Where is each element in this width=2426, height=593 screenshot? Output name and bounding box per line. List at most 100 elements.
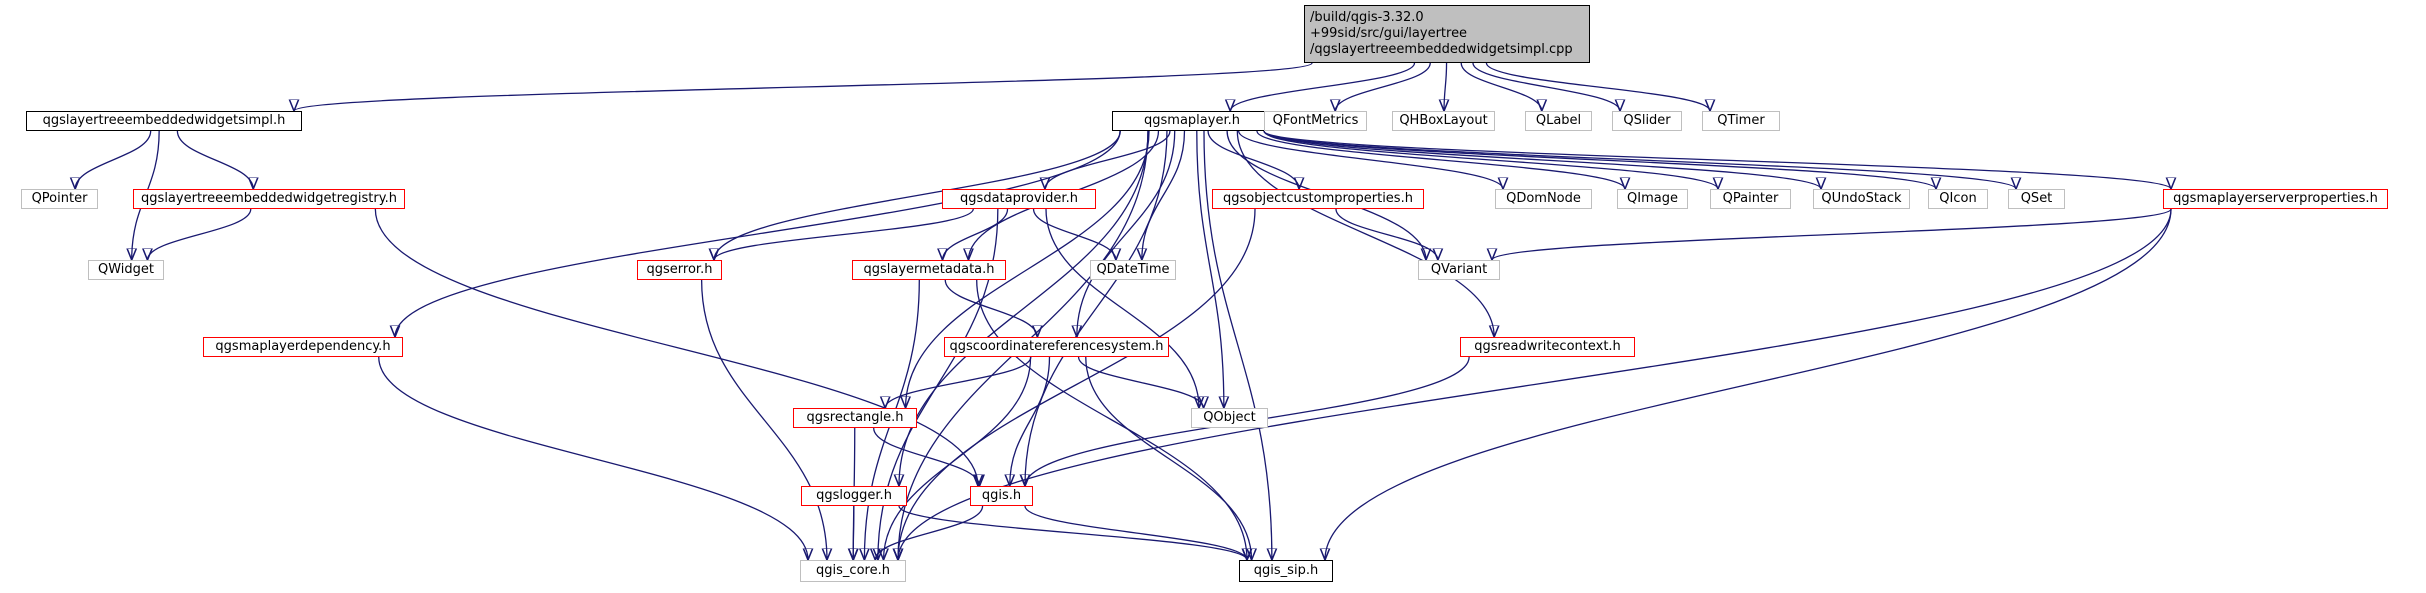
edge-qgsmaplayer-to-qimage: [1256, 130, 1625, 190]
node-label: qgsrectangle.h: [806, 410, 904, 425]
edge-dataprovider-to-layermetadata: [943, 208, 1009, 261]
node-impl[interactable]: qgslayertreeembeddedwidgetsimpl.h: [26, 111, 302, 131]
edge-rectangle-to-qgis: [873, 427, 980, 487]
node-qicon[interactable]: QIcon: [1928, 189, 1988, 209]
node-label: +99sid/src/gui/layertree: [1310, 26, 1468, 41]
edge-qgslogger-to-qgis_sip: [898, 505, 1247, 561]
node-serverprops[interactable]: qgsmaplayerserverproperties.h: [2163, 189, 2388, 209]
node-dependency[interactable]: qgsmaplayerdependency.h: [203, 337, 403, 357]
edge-qgsmaplayer-to-crs: [1077, 130, 1176, 337]
edge-crs-to-qgis_core: [884, 356, 1032, 560]
node-label: qgslayertreeembeddedwidgetregistry.h: [141, 191, 397, 206]
node-label: QHBoxLayout: [1399, 113, 1488, 128]
node-qfontmetrics[interactable]: QFontMetrics: [1264, 111, 1367, 131]
node-label: qgslayermetadata.h: [863, 262, 995, 277]
edge-objectcustom-to-qvariant: [1335, 208, 1438, 261]
node-qgsmaplayer[interactable]: qgsmaplayer.h: [1112, 111, 1272, 131]
node-qhboxlayout[interactable]: QHBoxLayout: [1392, 111, 1495, 131]
edge-qgsmaplayer-to-qgis_sip: [1203, 130, 1272, 560]
node-rectangle[interactable]: qgsrectangle.h: [793, 408, 917, 428]
node-qimage[interactable]: QImage: [1617, 189, 1688, 209]
edge-qgsmaplayer-to-qset: [1263, 130, 2016, 190]
edge-qgsmaplayer-to-qundostack: [1263, 130, 1821, 190]
node-label: qgslogger.h: [816, 488, 892, 503]
edge-qgsmaplayer-to-qicon: [1263, 130, 1936, 190]
edge-objectcustom-to-qgis_core: [898, 208, 1256, 560]
edge-impl-to-registry: [176, 130, 253, 190]
edge-qgsmaplayer-to-qdomnode: [1238, 130, 1503, 190]
edge-qgsmaplayer-to-qdatetime: [1142, 130, 1186, 260]
node-label: qgserror.h: [646, 262, 713, 277]
node-qvariant[interactable]: QVariant: [1418, 260, 1500, 280]
node-qslider[interactable]: QSlider: [1612, 111, 1682, 131]
node-qtimer[interactable]: QTimer: [1702, 111, 1780, 131]
node-label: qgis_core.h: [816, 563, 890, 578]
node-dataprovider[interactable]: qgsdataprovider.h: [942, 189, 1096, 209]
node-objectcustom[interactable]: qgsobjectcustomproperties.h: [1212, 189, 1424, 209]
node-label: QVariant: [1430, 262, 1488, 277]
node-label: QDomNode: [1506, 191, 1581, 206]
node-label: QUndoStack: [1821, 191, 1902, 206]
node-label: QPainter: [1722, 191, 1779, 206]
node-label: QObject: [1203, 410, 1256, 425]
node-crs[interactable]: qgscoordinatereferencesystem.h: [944, 337, 1169, 357]
node-registry[interactable]: qgslayertreeembeddedwidgetregistry.h: [133, 189, 405, 209]
node-label: qgsmaplayerdependency.h: [215, 339, 391, 354]
edge-root-to-qtimer: [1485, 62, 1710, 112]
edge-dataprovider-to-qobject: [1045, 208, 1199, 408]
node-layermetadata[interactable]: qgslayermetadata.h: [852, 260, 1006, 280]
edge-qgslogger-to-qgis_core: [853, 505, 854, 560]
edge-qgsmaplayer-to-rectangle: [906, 130, 1150, 408]
node-qgis-core[interactable]: qgis_core.h: [800, 560, 906, 582]
edge-layermetadata-to-crs: [944, 279, 1037, 338]
edge-crs-to-qgis: [1010, 356, 1051, 486]
edge-root-to-qlabel: [1460, 62, 1542, 112]
node-label: qgsmaplayerserverproperties.h: [2173, 191, 2378, 206]
edge-crs-to-qobject: [1077, 356, 1204, 409]
edge-dependency-to-qgis_core: [378, 356, 808, 560]
node-root[interactable]: /build/qgis-3.32.0+99sid/src/gui/layertr…: [1304, 5, 1590, 63]
node-qwidget[interactable]: QWidget: [88, 260, 164, 280]
node-label: QPointer: [31, 191, 88, 206]
edge-dataprovider-to-qdatetime: [1032, 208, 1116, 261]
node-qlabel[interactable]: QLabel: [1525, 111, 1592, 131]
node-qgslogger[interactable]: qgslogger.h: [801, 486, 907, 506]
node-label: QTimer: [1717, 113, 1765, 128]
node-label: qgsreadwritecontext.h: [1474, 339, 1621, 354]
edge-qgis-to-qgis_core: [875, 505, 984, 561]
edge-qgsmaplayer-to-qobject: [1196, 130, 1224, 408]
edge-root-to-impl: [294, 62, 1313, 112]
edge-root-to-qhboxlayout: [1444, 62, 1447, 111]
edge-serverprops-to-qgis_core: [898, 208, 2172, 560]
node-qgserror[interactable]: qgserror.h: [637, 260, 722, 280]
node-qgis-sip[interactable]: qgis_sip.h: [1239, 560, 1333, 582]
edge-serverprops-to-qgis_sip: [1325, 208, 2172, 560]
node-label: QImage: [1627, 191, 1678, 206]
node-label: QSet: [2020, 191, 2053, 206]
edge-impl-to-qpointer: [75, 130, 152, 190]
node-label: qgis_sip.h: [1253, 563, 1319, 578]
node-label: qgscoordinatereferencesystem.h: [949, 339, 1164, 354]
node-qgis[interactable]: qgis.h: [970, 486, 1033, 506]
edge-qgsmaplayer-to-objectcustom: [1207, 130, 1299, 190]
node-qpainter[interactable]: QPainter: [1710, 189, 1791, 209]
node-qobject[interactable]: QObject: [1191, 408, 1268, 428]
node-qset[interactable]: QSet: [2008, 189, 2065, 209]
node-qpointer[interactable]: QPointer: [21, 189, 98, 209]
node-readwrite[interactable]: qgsreadwritecontext.h: [1460, 337, 1635, 357]
node-qdomnode[interactable]: QDomNode: [1495, 189, 1592, 209]
node-qundostack[interactable]: QUndoStack: [1813, 189, 1910, 209]
edge-crs-to-qgis_sip: [1085, 356, 1252, 560]
node-label: QWidget: [97, 262, 154, 277]
node-qdatetime[interactable]: QDateTime: [1090, 260, 1176, 280]
node-label: QFontMetrics: [1272, 113, 1359, 128]
edge-root-to-qslider: [1472, 62, 1620, 112]
node-label: /build/qgis-3.32.0: [1310, 10, 1424, 25]
edge-registry-to-qgis: [374, 208, 978, 486]
edge-qgsmaplayer-to-qgis: [1025, 130, 1168, 486]
node-label: /qgslayertreeembeddedwidgetsimpl.cpp: [1310, 42, 1573, 57]
edge-root-to-qfontmetrics: [1335, 62, 1431, 112]
edge-registry-to-qwidget: [147, 208, 252, 261]
